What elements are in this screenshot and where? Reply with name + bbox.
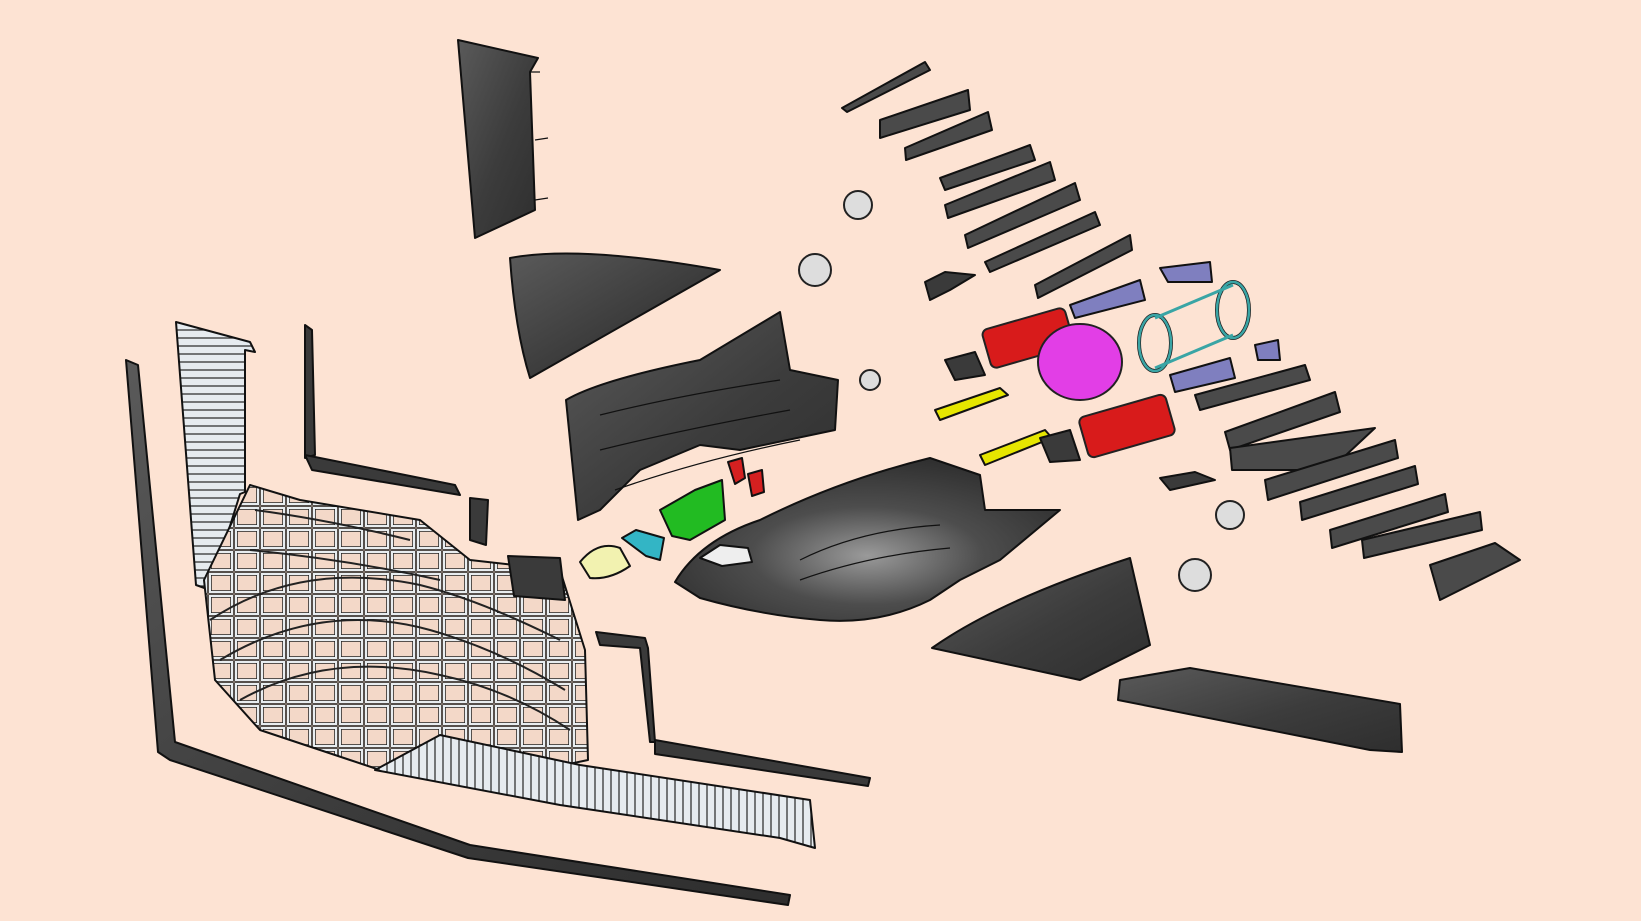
nacelle-1 [1069, 279, 1146, 319]
rib-curve-1 [209, 576, 561, 641]
nacelle-4 [1254, 339, 1281, 361]
missile-1 [934, 387, 1009, 421]
console-cyan [621, 529, 665, 561]
elevon-right [1117, 667, 1403, 753]
strip-10 [1224, 391, 1341, 451]
wing-skin-lower-right [931, 557, 1151, 681]
wing-skin-upper-left [509, 252, 721, 379]
strip-3 [904, 111, 993, 161]
seat-red-1 [727, 457, 746, 485]
nacelle-2 [1159, 261, 1213, 283]
strip-2 [879, 89, 971, 139]
upright-stringer-1 [304, 324, 316, 459]
bomb-cluster-lower [1078, 393, 1176, 459]
strip-4 [939, 144, 1036, 191]
rib-curve-5 [249, 549, 441, 581]
trailing-spar-striped [374, 734, 816, 849]
bulkhead-green [659, 479, 726, 541]
bomb-rack-icon [944, 351, 986, 381]
forward-fuselage-shell [565, 311, 839, 521]
rib-bar-1 [304, 454, 461, 496]
strip-1 [841, 61, 931, 113]
engine-nacelles [1069, 261, 1281, 393]
rotary-launcher [1137, 280, 1251, 373]
landing-gear-group [798, 190, 1245, 592]
strip-8 [1034, 234, 1133, 299]
landing-gear-icon [798, 253, 832, 287]
lower-spar-left [595, 631, 656, 743]
vertical-fin-upper [457, 39, 539, 239]
lower-spar-bar [654, 739, 871, 787]
strip-6 [964, 182, 1081, 249]
rib-plate-1 [469, 497, 489, 546]
nacelle-3 [1169, 357, 1236, 393]
engine-intake-icon [924, 271, 976, 301]
nose-box [507, 555, 566, 601]
strip-7 [984, 211, 1101, 273]
strip-9 [1194, 364, 1311, 411]
strip-14 [1329, 493, 1449, 549]
missile-2 [979, 429, 1053, 466]
structural-frame-group [125, 321, 816, 906]
rear-spar-vertical [175, 321, 256, 591]
munitions-rack [1037, 323, 1123, 401]
strip-12 [1264, 439, 1399, 501]
leading-edge-strip-left [125, 359, 791, 906]
canopy-frame [579, 544, 631, 580]
cockpit-hull [674, 457, 1061, 622]
intake-2 [1159, 471, 1216, 491]
strip-15 [1361, 511, 1483, 559]
fin-tabs [530, 71, 549, 201]
rib-curve-3 [239, 665, 571, 731]
strip-13 [1299, 465, 1419, 521]
rib-curve-2 [219, 619, 566, 691]
bomb-rack-2 [1039, 429, 1081, 463]
seat-red-2 [747, 469, 765, 497]
rib-curve-4 [254, 509, 411, 541]
strip-16 [1429, 542, 1521, 601]
control-surface-strips [841, 61, 1521, 601]
strip-5 [944, 161, 1056, 219]
fuselage-frame-lattice [203, 484, 589, 776]
cockpit-window [699, 544, 753, 567]
